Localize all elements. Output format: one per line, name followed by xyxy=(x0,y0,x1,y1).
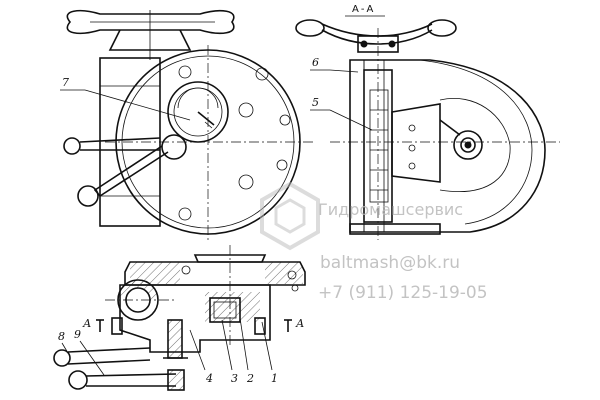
callout-7: 7 xyxy=(62,76,69,89)
handwheel-top xyxy=(66,9,235,60)
handwheel-side xyxy=(295,19,457,53)
section-mark-a-right: А xyxy=(295,317,304,330)
section-a-a-view: А-А xyxy=(295,4,560,240)
callout-9-leader: 9 xyxy=(74,328,105,376)
round-housing xyxy=(105,45,315,240)
bottom-lever xyxy=(53,347,185,391)
watermark-brand: Гидромашсервис xyxy=(318,200,463,219)
callout-5-leader: 5 xyxy=(310,96,373,131)
callout-1-leader: 1 xyxy=(261,321,278,385)
section-mark-left: А xyxy=(82,317,104,332)
callout-4-leader: 4 xyxy=(189,329,213,385)
section-title: А-А xyxy=(352,4,375,15)
lever-handle xyxy=(63,134,187,207)
housing-section xyxy=(330,28,560,240)
front-view: 7 xyxy=(60,9,315,240)
watermark-phone: +7 (911) 125-19-05 xyxy=(318,283,488,303)
callout-2-leader: 2 xyxy=(239,317,254,385)
callout-4: 4 xyxy=(205,372,213,385)
watermark: Гидромашсервис baltmash@bk.ru +7 (911) 1… xyxy=(260,181,488,303)
bottom-assembly-view: А А 8 9 4 3 2 xyxy=(53,245,306,391)
callout-6: 6 xyxy=(312,56,319,69)
callout-9: 9 xyxy=(74,328,81,341)
callout-1: 1 xyxy=(271,372,278,385)
section-mark-right: А xyxy=(284,317,304,332)
callout-2: 2 xyxy=(246,372,254,385)
callout-8-leader: 8 xyxy=(58,330,69,354)
callout-5: 5 xyxy=(312,96,319,109)
callout-3: 3 xyxy=(231,372,238,385)
callout-8: 8 xyxy=(58,330,65,343)
callout-6-leader: 6 xyxy=(310,56,359,73)
watermark-email: baltmash@bk.ru xyxy=(320,253,460,273)
callout-7-leader: 7 xyxy=(60,76,191,121)
callout-3-leader: 3 xyxy=(221,319,238,385)
section-mark-a-left: А xyxy=(82,317,91,330)
watermark-logo-icon xyxy=(260,181,320,251)
indicator-window xyxy=(167,81,229,143)
